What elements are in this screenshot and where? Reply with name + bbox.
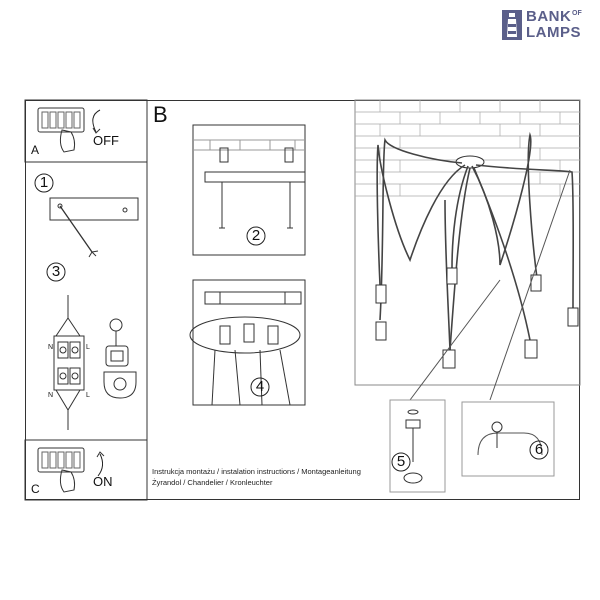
- panel-b-label: B: [153, 102, 168, 127]
- step-2-number: 2: [251, 227, 261, 244]
- step-3-number: 3: [51, 263, 61, 280]
- step-6-number: 6: [534, 441, 544, 458]
- step-5-number: 5: [396, 453, 406, 470]
- breaker-off-illustration: [37, 107, 101, 153]
- canopy-assembly-illustration: [189, 279, 306, 406]
- panel-a-label: A: [31, 143, 40, 157]
- terminal-label-l-bottom: L: [86, 392, 90, 399]
- brand-word-bank: BANK: [526, 8, 572, 25]
- terminal-block-illustration: [53, 295, 85, 430]
- lighthouse-icon: [502, 10, 522, 40]
- ceiling-mount-illustration: [192, 124, 306, 256]
- terminal-label-n-bottom: N: [48, 392, 54, 399]
- ground-connector-illustration: [103, 318, 137, 399]
- terminal-label-n-top: N: [48, 344, 54, 351]
- chandelier-overview-illustration: [354, 99, 581, 401]
- bulb-insert-detail-illustration: [461, 401, 555, 477]
- step-4-number: 4: [255, 378, 265, 395]
- terminal-label-l-top: L: [86, 344, 90, 351]
- step-1-number: 1: [39, 174, 49, 191]
- breaker-on-illustration: [37, 447, 105, 493]
- mounting-plate-illustration: [49, 197, 139, 258]
- brand-word-lamps: LAMPS: [526, 24, 581, 41]
- panel-c-label: C: [31, 482, 40, 496]
- brand-word-of: OF: [572, 10, 582, 17]
- instructions-caption-line1: Instrukcja montażu / instalation instruc…: [152, 467, 361, 476]
- off-label: OFF: [93, 133, 119, 148]
- brand-logo: BANK OF LAMPS: [500, 8, 596, 42]
- on-label: ON: [93, 474, 113, 489]
- bulb-socket-detail-illustration: [389, 399, 446, 493]
- instructions-caption-line2: Żyrandol / Chandelier / Kronleuchter: [152, 478, 273, 487]
